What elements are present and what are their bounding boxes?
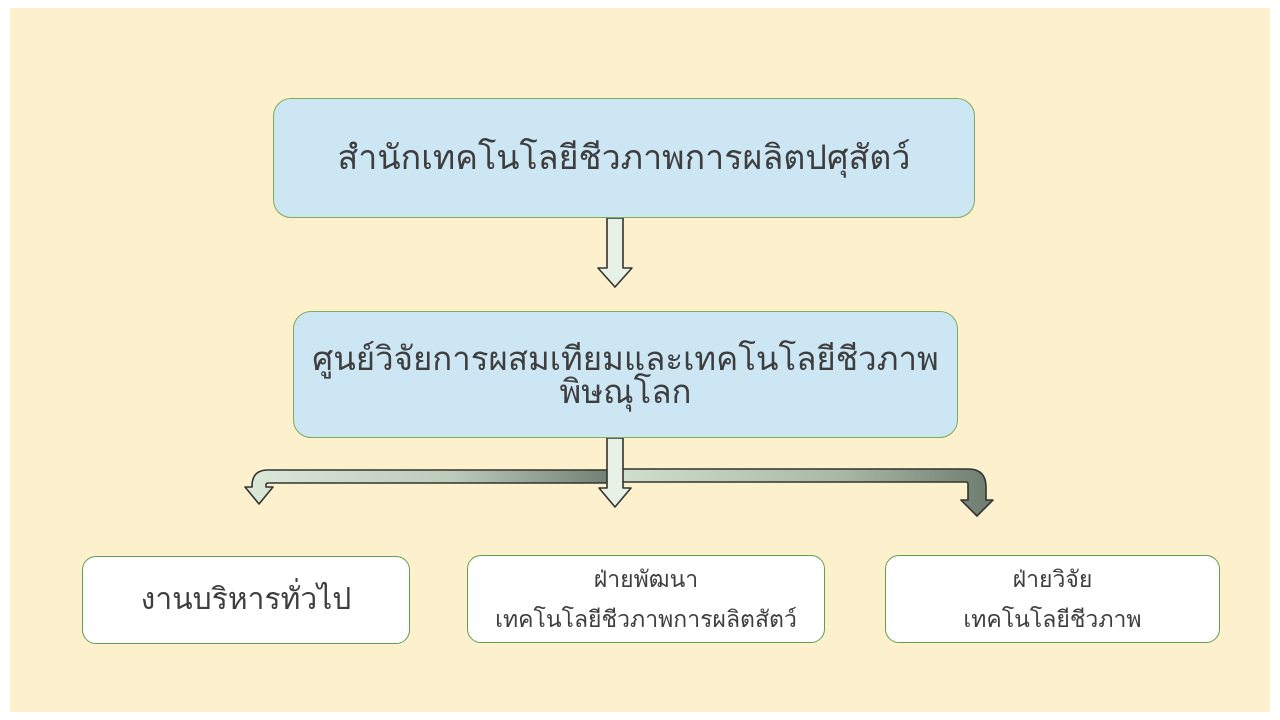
arrow-root-to-center-icon — [597, 217, 633, 288]
org-node-center-label: ศูนย์วิจัยการผสมเทียมและเทคโนโลยีชีวภาพพ… — [312, 339, 939, 410]
arrow-center-to-middle-child-icon — [598, 437, 632, 508]
org-node-development-section: ฝ่ายพัฒนา เทคโนโลยีชีวภาพการผลิตสัตว์ — [467, 555, 825, 643]
slide-background: สำนักเทคโนโลยีชีวภาพการผลิตปศุสัตว์ ศูนย… — [10, 8, 1270, 712]
org-node-label-line2: เทคโนโลยีชีวภาพการผลิตสัตว์ — [495, 605, 797, 632]
org-node-label-line1: ฝ่ายวิจัย — [1012, 565, 1093, 592]
org-node-root: สำนักเทคโนโลยีชีวภาพการผลิตปศุสัตว์ — [273, 98, 975, 218]
org-node-center: ศูนย์วิจัยการผสมเทียมและเทคโนโลยีชีวภาพพ… — [293, 311, 958, 438]
org-node-label-line2: เทคโนโลยีชีวภาพ — [963, 605, 1142, 632]
arrow-center-to-left-child-icon — [244, 469, 618, 505]
arrow-center-to-right-child-icon — [612, 468, 994, 517]
org-node-label-line1: ฝ่ายพัฒนา — [593, 565, 699, 592]
org-node-general-admin: งานบริหารทั่วไป — [82, 556, 410, 644]
org-node-research-section: ฝ่ายวิจัย เทคโนโลยีชีวภาพ — [885, 555, 1220, 643]
org-node-root-label: สำนักเทคโนโลยีชีวภาพการผลิตปศุสัตว์ — [337, 139, 911, 177]
org-node-label: งานบริหารทั่วไป — [140, 583, 352, 616]
